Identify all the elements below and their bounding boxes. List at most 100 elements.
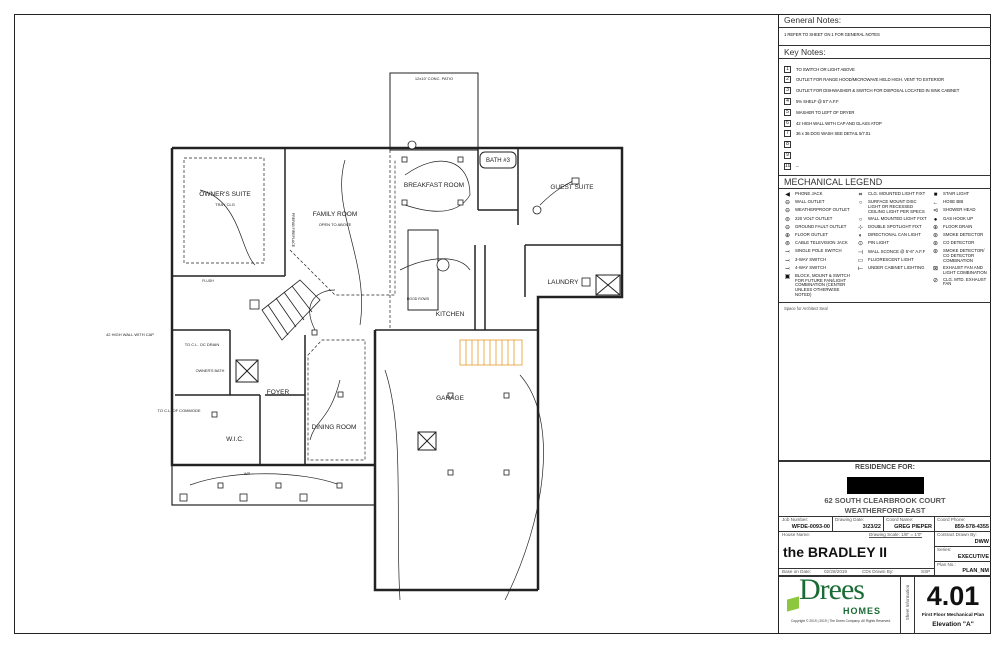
- coord-phone-label: Coord Phone:: [937, 517, 966, 522]
- attic-access: [417, 431, 437, 451]
- interior-walls: [172, 148, 622, 465]
- key-notes-title: Key Notes:: [779, 45, 991, 59]
- legend-symbol-icon: ▭: [857, 257, 864, 264]
- drees-logo-mark: [787, 596, 799, 612]
- dog-wash: [595, 274, 621, 296]
- legend-symbol-icon: ⊛: [932, 249, 939, 256]
- legend-item: ⟝UNDER CABINET LIGHTING: [856, 265, 928, 272]
- legend-symbol-icon: ⊛: [932, 241, 939, 248]
- key-note-number: 7: [784, 130, 791, 138]
- mechanical-legend: ◀PHONE JACK⊖WALL OUTLET⊖WEATHERPROOF OUT…: [783, 191, 989, 298]
- legend-label: FLUORESCENT LIGHT: [868, 256, 914, 262]
- legend-item: ⊘ CLG. MTD. EXHAUST FAN: [931, 276, 989, 288]
- contract-drawn: DWW: [974, 539, 989, 545]
- plan-no: PLAN_NM: [962, 568, 989, 574]
- drees-logo-homes: HOMES: [843, 606, 882, 616]
- legend-item: ⤙4-WAY SWITCH: [783, 265, 853, 272]
- legend-symbol-icon: ⊘: [932, 277, 939, 284]
- wiring: [189, 159, 576, 601]
- house-name: the BRADLEY II: [783, 544, 887, 560]
- coord-name: GREG PIEPER: [894, 524, 932, 530]
- legend-symbol-icon: ⊜: [784, 216, 791, 223]
- coord-name-label: Coord Name:: [886, 517, 914, 522]
- contract-drawn-label: Contract Drawn By:: [937, 532, 977, 537]
- key-note-number: 1: [784, 65, 791, 73]
- legend-item: ▣BLOCK, MOUNT & SWITCH FOR FUTURE FAN/LI…: [783, 273, 853, 298]
- legend-label: DOUBLE SPOTLIGHT FIXT: [868, 223, 922, 229]
- light-fixtures: [179, 140, 591, 502]
- legend-item: ○WALL MOUNTED LIGHT FIXT: [856, 215, 928, 223]
- patio-label: 12x10' CONC. PATIO: [415, 76, 453, 81]
- legend-symbol-icon: ⊖: [784, 200, 791, 207]
- floor-plan: 12x10' CONC. PATIO OWNER'S SUITE TRAY CL…: [106, 72, 624, 601]
- sheet-number: 4.01: [926, 581, 980, 611]
- legend-item: ⌗CLG. MOUNTED LIGHT FIXT: [856, 191, 928, 198]
- laundry-label: LAUNDRY: [548, 279, 580, 286]
- legend-label: CLG. MTD. EXHAUST FAN: [943, 276, 987, 287]
- drawing-date-label: Drawing Date:: [835, 517, 865, 522]
- key-note: 9: [784, 150, 796, 160]
- legend-label: WALL MOUNTED LIGHT FIXT: [868, 215, 927, 221]
- cds-drawn-label: CDs Drawn By:: [862, 569, 894, 574]
- legend-item: ■STAIR LIGHT: [931, 191, 989, 198]
- legend-item: ●GAS HOOK UP: [931, 216, 989, 223]
- legend-label: SHOWER HEAD: [943, 207, 976, 213]
- legend-item: ⊣WALL SCONCE @ 5'-6" A.F.F: [856, 249, 928, 256]
- legend-item: ⤙SINGLE POLE SWITCH: [783, 249, 853, 256]
- job-number-label: Job Number:: [782, 517, 809, 522]
- drawing-border: [14, 14, 991, 634]
- redacted-owner-name: [847, 477, 924, 494]
- general-notes-title: General Notes:: [779, 14, 991, 28]
- fireplace-label: PREFAB FIREPLACE: [291, 213, 295, 248]
- drawing-scale: Drawing Scale: 1/8" = 1'0": [869, 532, 923, 537]
- coord-phone: 859-578-4355: [954, 524, 989, 530]
- general-note: 1 REFER TO SHEET GN 1 FOR GENERAL NOTES: [784, 32, 880, 37]
- stairs: [261, 279, 321, 341]
- legend-label: FLOOR DRAIN: [943, 223, 973, 229]
- legend-column: ⌗CLG. MOUNTED LIGHT FIXT○SURFACE MOUNT D…: [856, 191, 928, 272]
- key-note-number: 8: [784, 141, 791, 149]
- legend-symbol-icon: ⊖: [784, 224, 791, 231]
- drawing-date: 3/23/22: [862, 524, 881, 530]
- key-note-number: 10: [784, 162, 791, 170]
- community: WEATHERFORD EAST: [844, 506, 926, 515]
- notes-panel: General Notes: 1 REFER TO SHEET GN 1 FOR…: [778, 14, 991, 634]
- legend-item: ○SURFACE MOUNT DISC LIGHT OR RECESSED CE…: [856, 199, 928, 214]
- sheet-title: First Floor Mechanical Plan: [921, 613, 985, 618]
- legend-item: ⊖WEATHERPROOF OUTLET: [783, 208, 853, 215]
- legend-symbol-icon: ◐: [858, 233, 863, 240]
- garage-steps: [459, 339, 523, 366]
- exterior-walls: [170, 146, 624, 592]
- address: 62 SOUTH CLEARBROOK COURT: [824, 496, 946, 505]
- patio-outline: [389, 72, 479, 151]
- legend-item: ⊕FLOOR DRAIN: [931, 223, 989, 231]
- elevation: Elevation "A": [932, 621, 974, 628]
- key-note-text: 42 HIGH WALL WITH CAP AND GLASS ATOP: [796, 120, 882, 126]
- legend-label: GROUND FAULT OUTLET: [795, 223, 847, 229]
- legend-item: ◐DIRECTIONAL CAN LIGHT: [856, 232, 928, 240]
- plan-no-label: Plan No.:: [937, 562, 956, 567]
- legend-label: WALL OUTLET: [795, 199, 825, 205]
- garage-label: GARAGE: [436, 395, 464, 402]
- seal-space-label: Space for Architect Seal: [784, 306, 828, 311]
- legend-symbol-icon: ⊣: [857, 249, 864, 256]
- legend-symbol-icon: ⊲: [932, 208, 939, 215]
- legend-symbol-icon: ○: [858, 200, 863, 207]
- breakfast-room-label: BREAKFAST ROOM: [404, 182, 464, 189]
- key-note-number: 9: [784, 151, 791, 159]
- legend-label: STAIR LIGHT: [943, 191, 970, 196]
- legend-item: ⊛SMOKE DETECTOR/ CO DETECTOR COMBINATION: [931, 248, 989, 263]
- base-date: 02/28/2019: [824, 569, 847, 574]
- series-label: Series:: [937, 547, 952, 552]
- legend-title: MECHANICAL LEGEND: [779, 175, 991, 189]
- room-labels: 12x10' CONC. PATIO OWNER'S SUITE TRAY CL…: [106, 76, 594, 476]
- legend-label: PHONE JACK: [795, 191, 823, 196]
- ceiling-outlines: [183, 150, 396, 461]
- legend-symbol-icon: ⤙: [785, 265, 790, 272]
- legend-item: ⊖ WALL OUTLET: [783, 199, 853, 207]
